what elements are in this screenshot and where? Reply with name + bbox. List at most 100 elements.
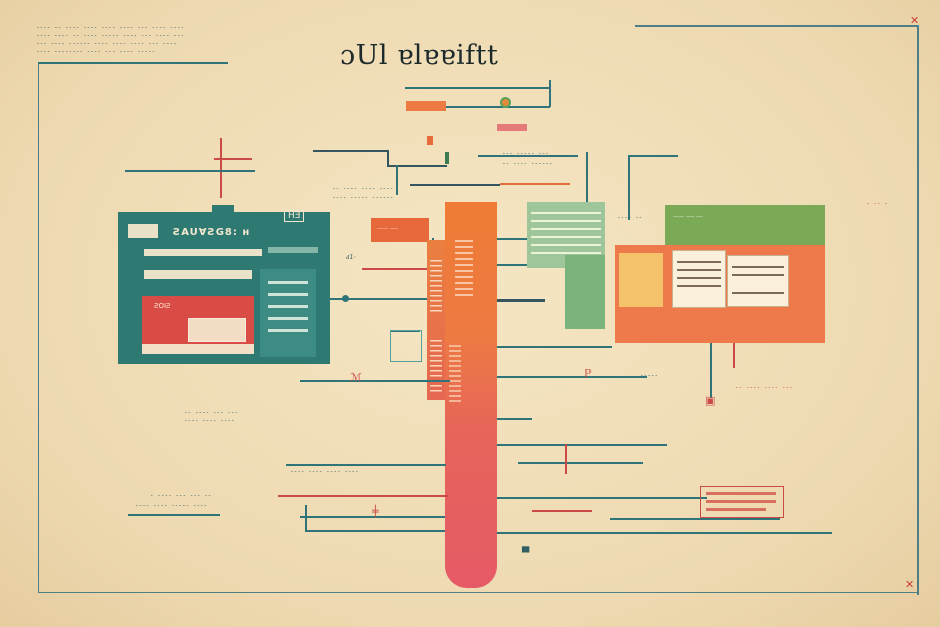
green-row — [531, 236, 601, 238]
mini-text: -- ---- --- --- — [184, 409, 239, 416]
panel-header-icon — [128, 224, 158, 238]
connector — [405, 87, 550, 89]
panel-side-list — [260, 269, 316, 357]
tag-text: ----- ---- — [377, 225, 399, 232]
connector — [410, 184, 500, 186]
connector — [286, 464, 446, 466]
note-line: --- ---- ------ ---- ---- ---- --- ---- — [36, 40, 177, 47]
green-row — [531, 252, 601, 254]
panel-tab — [212, 205, 234, 213]
mini-text: ----- — [640, 372, 659, 379]
panel-row — [144, 270, 252, 279]
connector — [128, 514, 220, 516]
connector — [300, 516, 445, 518]
mini-text: ԀI· — [346, 254, 357, 261]
pin-icon: ℙ — [584, 367, 592, 380]
note-line: ---- -- ---- ---- ---- ---- --- ---- ---… — [36, 24, 185, 31]
connector — [497, 444, 667, 446]
doc-card — [727, 255, 789, 307]
pink-label — [497, 124, 527, 131]
green-marker — [445, 152, 449, 164]
mini-text: -- ---- ---- ---- — [332, 185, 394, 192]
right-panel-header: ----- ---- --- — [665, 205, 825, 247]
column-stripes — [430, 340, 442, 395]
connector — [300, 380, 450, 382]
connector — [628, 155, 678, 157]
panel-badge: ΗƎ — [284, 210, 305, 222]
column-stripes — [455, 240, 473, 300]
note-line: ---- ---- -- ---- ----- ---- --- ---- --… — [36, 32, 185, 39]
orange-label — [406, 101, 446, 111]
side-row — [268, 317, 308, 320]
pin-icon: ▣ — [705, 394, 716, 407]
panel-header: ƧAUⱯƧG8: ʜ — [173, 227, 251, 238]
mini-text: ---- ---- ---- — [184, 417, 235, 424]
connector — [610, 518, 780, 520]
diagram-title: ɔUl ɐlɐɐiftt — [340, 40, 499, 71]
right-panel — [615, 245, 825, 343]
mini-text: - -- - — [866, 200, 888, 207]
orange-marker — [427, 136, 433, 145]
doc-line — [677, 269, 721, 271]
side-row — [268, 281, 308, 284]
connector — [497, 264, 527, 266]
frame-top-line — [635, 25, 917, 27]
mini-text: -- ---- ------ — [502, 160, 553, 167]
connector — [125, 170, 255, 172]
connector — [586, 152, 588, 202]
node-icon — [500, 97, 511, 108]
doc-line — [677, 277, 721, 279]
top-left-notes: ---- -- ---- ---- ---- ---- --- ---- ---… — [36, 24, 236, 56]
pin-icon: ℳ — [350, 371, 362, 384]
connector — [387, 150, 389, 165]
green-column-block — [565, 255, 605, 329]
note-line: ---- -------- ---- --- ---- ----- — [36, 48, 156, 55]
connector — [710, 343, 712, 398]
connector — [497, 497, 707, 499]
mini-text: ---- ---- ---- ---- — [290, 468, 359, 475]
red-card-inset — [188, 318, 246, 342]
red-marker-line — [733, 343, 735, 368]
doc-card — [672, 250, 726, 308]
mini-text: ▇▇ — [522, 546, 530, 553]
mini-text: --- ----- --- — [502, 150, 549, 157]
connector — [518, 462, 643, 464]
connector — [305, 505, 307, 530]
red-card-label: ƧOIƧ — [154, 302, 171, 310]
note-line — [706, 500, 776, 503]
connector — [278, 495, 448, 497]
side-row — [268, 305, 308, 308]
column-stripes — [430, 260, 442, 315]
panel-row — [268, 247, 318, 253]
doc-line — [677, 261, 721, 263]
connector — [478, 155, 578, 157]
frame-right-line — [917, 25, 919, 595]
connector — [497, 299, 545, 302]
column-left-section — [427, 240, 447, 400]
doc-line — [677, 285, 721, 287]
connector — [387, 165, 447, 167]
connector — [497, 418, 532, 420]
corner-mark-icon: ✕ — [910, 14, 920, 27]
mini-text: - ---- --- --- -- — [150, 492, 212, 499]
mini-text: ---- ---- ----- ---- — [135, 502, 208, 509]
connector — [330, 298, 445, 300]
connector — [396, 165, 398, 195]
doc-line — [732, 274, 784, 276]
connector — [497, 238, 527, 240]
green-row — [531, 244, 601, 246]
right-header-text: ----- ---- --- — [673, 213, 703, 220]
green-row — [531, 212, 601, 214]
pin-icon: ╪ — [372, 505, 379, 518]
connector — [313, 150, 388, 152]
connector — [628, 155, 630, 220]
red-tick — [214, 158, 252, 160]
red-marker-line — [220, 138, 222, 198]
side-row — [268, 293, 308, 296]
outline-box — [390, 330, 422, 362]
side-row — [268, 329, 308, 332]
red-marker-line — [565, 444, 567, 474]
green-row — [531, 220, 601, 222]
connector — [362, 268, 445, 270]
corner-mark-icon: ✕ — [905, 578, 915, 591]
